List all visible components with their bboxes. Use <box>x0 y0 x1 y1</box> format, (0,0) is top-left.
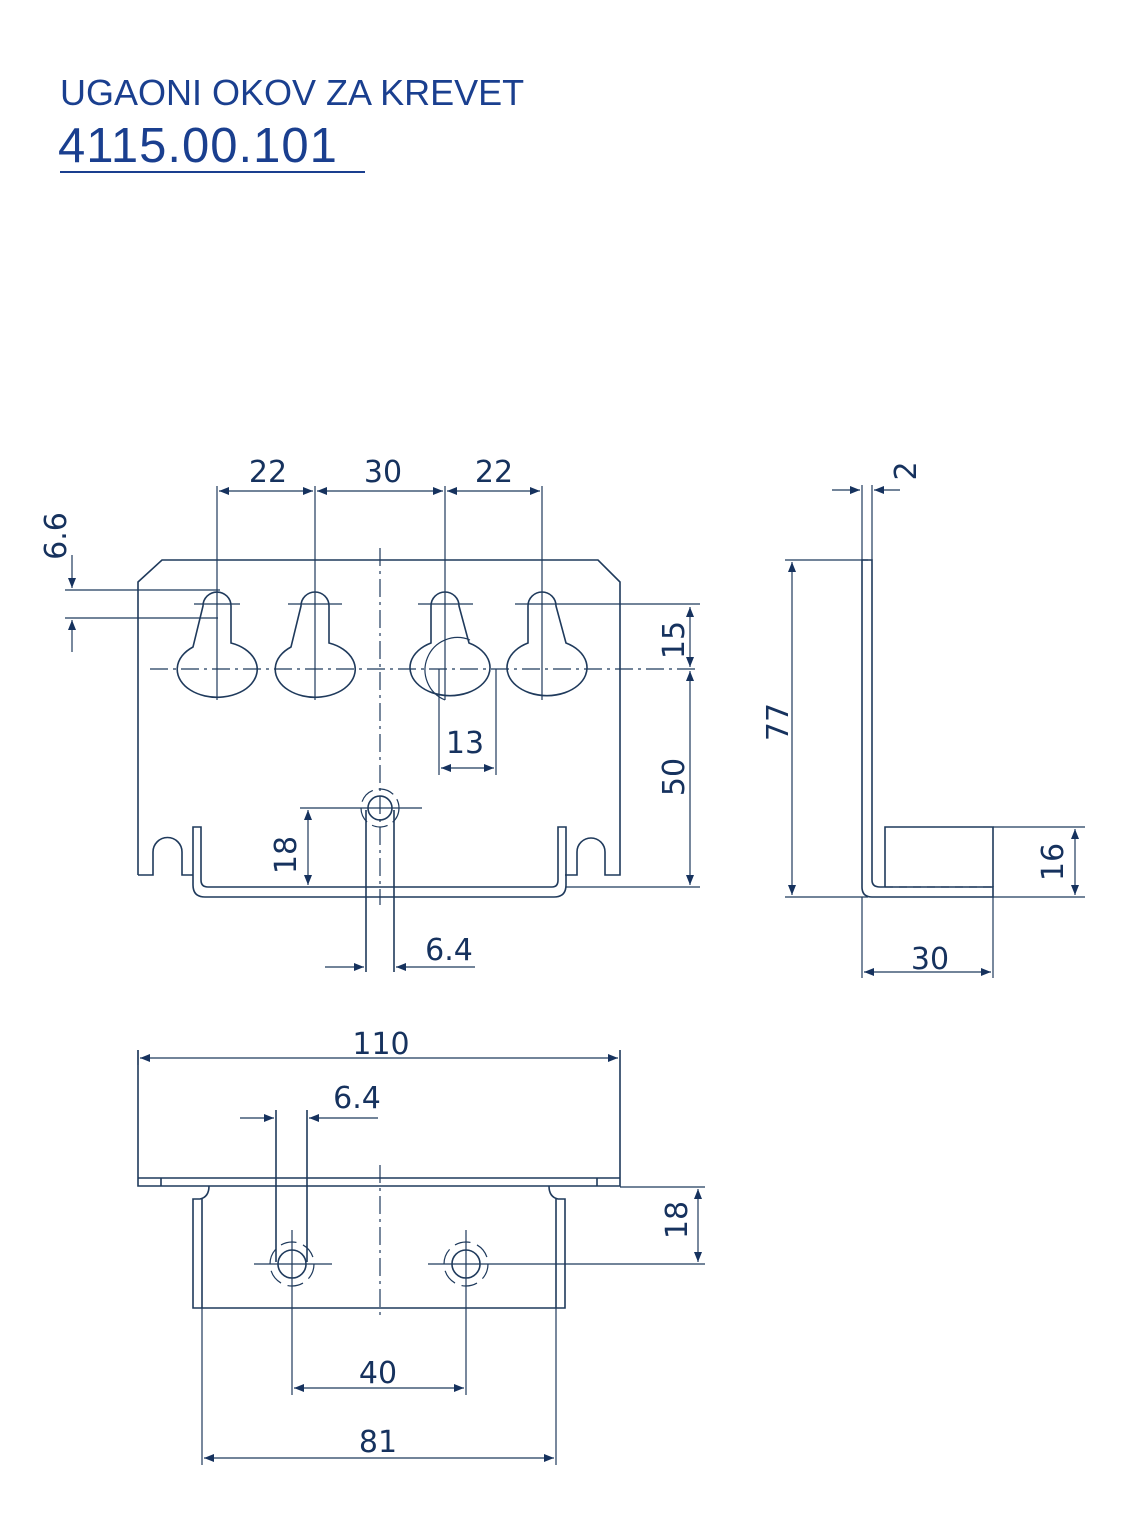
front-view: 22 30 22 6.6 15 50 13 18 6.4 <box>39 455 700 972</box>
dim-110: 110 <box>352 1027 409 1062</box>
dim-6-6: 6.6 <box>39 512 74 560</box>
channel <box>192 826 567 898</box>
side-view: 2 77 16 30 <box>761 461 1085 978</box>
keyhole <box>506 591 588 697</box>
dim-81: 81 <box>359 1425 397 1460</box>
dim-18: 18 <box>269 836 304 874</box>
dim-6-4-front: 6.4 <box>425 933 473 968</box>
dim-40: 40 <box>359 1356 397 1391</box>
dim-30-side: 30 <box>911 942 949 977</box>
keyhole <box>176 591 258 699</box>
dim-16: 16 <box>1036 843 1071 881</box>
dim-15: 15 <box>657 621 692 659</box>
part-number: 4115.00.101 <box>58 119 338 173</box>
bottom-view: 110 6.4 18 40 81 <box>137 1027 705 1465</box>
dim-30: 30 <box>364 455 402 490</box>
dim-6-4-bottom: 6.4 <box>333 1081 381 1116</box>
keyholes <box>176 591 588 699</box>
plate-outline <box>137 559 621 876</box>
dim-50: 50 <box>657 758 692 796</box>
dim-13: 13 <box>446 726 484 761</box>
part-number-underline <box>60 171 365 173</box>
dim-18-bottom: 18 <box>660 1201 695 1239</box>
dim-22-left: 22 <box>249 455 287 490</box>
dim-77: 77 <box>761 703 796 741</box>
dim-2: 2 <box>889 461 924 480</box>
plate-outline-left <box>138 836 193 876</box>
dim-22-right: 22 <box>475 455 513 490</box>
keyhole <box>409 591 491 697</box>
keyhole <box>274 591 356 699</box>
drawing-title: UGAONI OKOV ZA KREVET <box>60 72 525 113</box>
